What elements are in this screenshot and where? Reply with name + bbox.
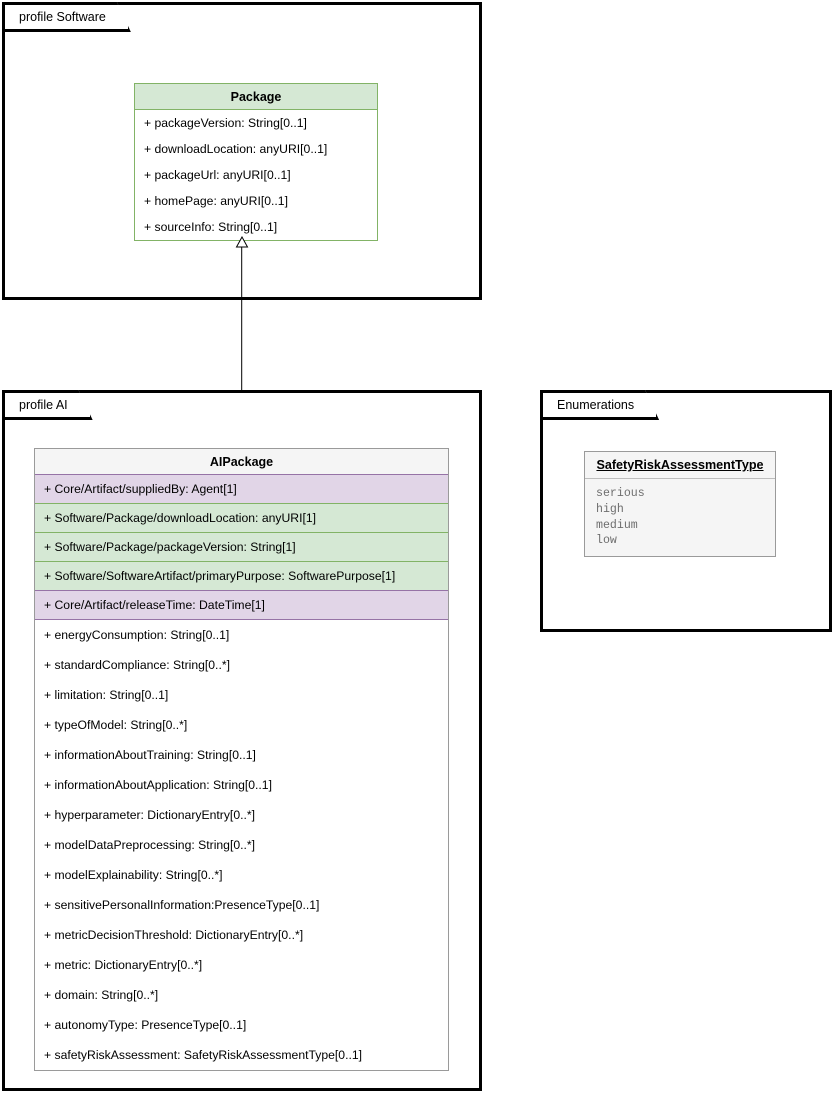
class-attribute: + energyConsumption: String[0..1] [35, 620, 448, 650]
class-attribute: + metricDecisionThreshold: DictionaryEnt… [35, 920, 448, 950]
class-attribute: + autonomyType: PresenceType[0..1] [35, 1010, 448, 1040]
class-attribute: + sourceInfo: String[0..1] [135, 214, 377, 240]
class-title-package: Package [135, 84, 377, 110]
enumeration-literal: low [596, 534, 617, 548]
enumeration-box-safetyriskassessmenttype[interactable]: SafetyRiskAssessmentType serious high me… [584, 451, 776, 558]
package-profile-software[interactable]: profile Software Package + packageVersio… [2, 2, 482, 300]
enumeration-literal-list: serious high medium low [585, 479, 775, 556]
enumeration-literal: serious [596, 487, 645, 500]
class-box-package[interactable]: Package + packageVersion: String[0..1] +… [134, 83, 378, 241]
class-box-aipackage[interactable]: AIPackage + Core/Artifact/suppliedBy: Ag… [34, 448, 449, 1071]
package-tab-label: Enumerations [557, 398, 635, 412]
package-enumerations[interactable]: Enumerations SafetyRiskAssessmentType se… [540, 390, 832, 632]
class-attribute: + safetyRiskAssessment: SafetyRiskAssess… [35, 1040, 448, 1070]
class-attribute: + standardCompliance: String[0..*] [35, 650, 448, 680]
class-attribute: + metric: DictionaryEntry[0..*] [35, 950, 448, 980]
class-attribute: + typeOfModel: String[0..*] [35, 710, 448, 740]
package-tab-profile-software: profile Software [2, 2, 131, 32]
class-title-aipackage: AIPackage [35, 449, 448, 475]
class-attribute: + packageVersion: String[0..1] [135, 110, 377, 136]
class-attribute: + informationAboutApplication: String[0.… [35, 770, 448, 800]
class-attribute: + modelExplainability: String[0..*] [35, 860, 448, 890]
class-attribute: + homePage: anyURI[0..1] [135, 188, 377, 214]
class-attribute: + domain: String[0..*] [35, 980, 448, 1010]
class-attribute: + Core/Artifact/releaseTime: DateTime[1] [35, 590, 448, 620]
class-attribute: + Software/Package/downloadLocation: any… [35, 503, 448, 533]
package-tab-profile-ai: profile AI [2, 390, 93, 420]
enumeration-literal: high [596, 502, 624, 516]
class-attribute: + packageUrl: anyURI[0..1] [135, 162, 377, 188]
class-attribute: + sensitivePersonalInformation:PresenceT… [35, 890, 448, 920]
class-attribute: + Core/Artifact/suppliedBy: Agent[1] [35, 474, 448, 504]
class-attribute: + informationAboutTraining: String[0..1] [35, 740, 448, 770]
package-tab-enumerations: Enumerations [540, 390, 659, 420]
package-profile-ai[interactable]: profile AI AIPackage + Core/Artifact/sup… [2, 390, 482, 1091]
package-tab-label: profile AI [19, 398, 68, 412]
package-tab-label: profile Software [19, 10, 106, 24]
class-attribute: + Software/Package/packageVersion: Strin… [35, 532, 448, 562]
class-attribute: + limitation: String[0..1] [35, 680, 448, 710]
enumeration-title: SafetyRiskAssessmentType [585, 452, 775, 479]
class-attribute: + hyperparameter: DictionaryEntry[0..*] [35, 800, 448, 830]
class-attribute: + modelDataPreprocessing: String[0..*] [35, 830, 448, 860]
class-attribute: + downloadLocation: anyURI[0..1] [135, 136, 377, 162]
enumeration-literal: medium [596, 518, 638, 532]
class-attribute: + Software/SoftwareArtifact/primaryPurpo… [35, 561, 448, 591]
